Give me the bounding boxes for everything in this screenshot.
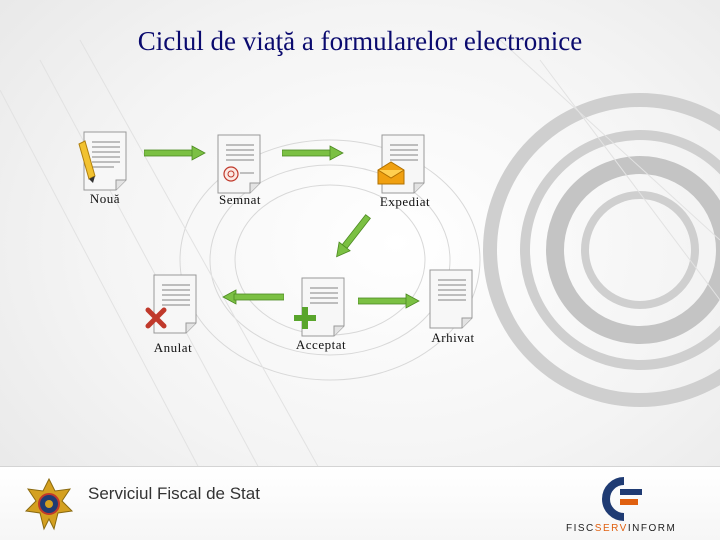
brand-part-1: FISC: [566, 523, 595, 534]
arrow-semnat-to-expediat: [282, 145, 344, 161]
brand-part-3: INFORM: [627, 523, 677, 534]
emblem-icon: [24, 477, 74, 531]
arrow-acceptat-to-arhivat: [358, 293, 420, 309]
document-anulat: [148, 273, 204, 337]
brand-name: FISCSERVINFORM: [566, 523, 676, 534]
organization-name: Serviciul Fiscal de Stat: [88, 484, 260, 503]
cross-icon: [145, 307, 167, 329]
pencil-icon: [78, 140, 96, 183]
arrow-noua-to-semnat: [144, 145, 206, 161]
state-label-expediat: Expediat: [379, 194, 431, 209]
envelope-icon: [377, 161, 405, 185]
state-label-arhivat: Arhivat: [431, 330, 475, 345]
state-label-acceptat: Acceptat: [295, 337, 347, 352]
page-title: Ciclul de viaţă a formularelor electroni…: [137, 26, 583, 56]
arrow-acceptat-to-anulat: [222, 289, 284, 305]
state-label-semnat: Semnat: [219, 192, 261, 207]
state-label-anulat: Anulat: [153, 340, 193, 355]
brand-part-2: SERV: [594, 523, 628, 534]
document-semnat: [212, 133, 268, 197]
stamp-icon: [223, 166, 239, 182]
state-label-noua: Nouă: [89, 191, 121, 206]
fiscservinform-logo: [602, 477, 642, 521]
arrow-expediat-to-acceptat: [336, 214, 371, 258]
footer: Serviciul Fiscal de Stat FISCSERVINFORM: [0, 466, 720, 540]
document-arhivat: [424, 268, 480, 332]
plus-icon: [294, 307, 316, 329]
